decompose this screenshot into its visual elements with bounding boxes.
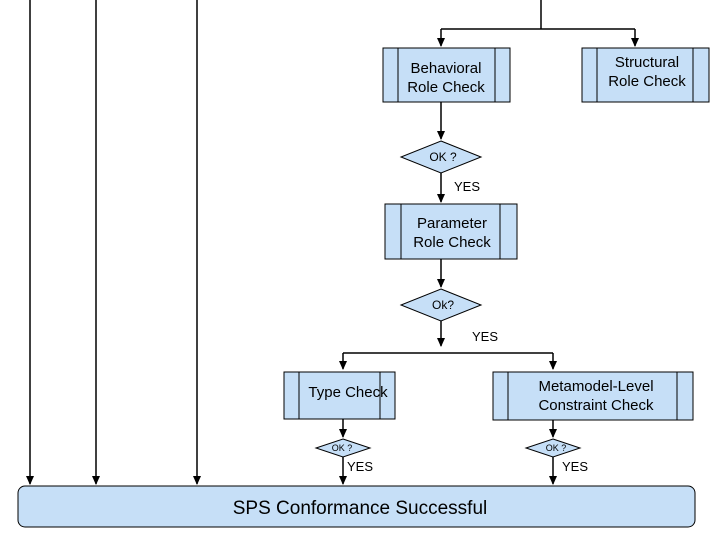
behavioral-role-check-box: Behavioral Role Check — [382, 47, 511, 103]
decision-2-diamond: Ok? — [399, 288, 483, 322]
decision-4-diamond: OK ? — [524, 438, 582, 458]
decision-3-diamond: OK ? — [314, 438, 372, 458]
yes-label-3: YES — [347, 459, 373, 474]
parameter-role-check-box: Parameter Role Check — [384, 203, 518, 260]
behavioral-label-1: Behavioral — [411, 60, 482, 77]
type-check-label: Type Check — [308, 384, 388, 401]
decision-3-label: OK ? — [332, 443, 353, 453]
decision-2-label: Ok? — [432, 298, 454, 312]
decision-1-label: OK ? — [429, 150, 457, 164]
decision-4-label: OK ? — [546, 443, 567, 453]
final-label: SPS Conformance Successful — [233, 498, 488, 519]
decision-1-diamond: OK ? — [399, 140, 483, 174]
structural-label-2: Role Check — [608, 73, 686, 90]
behavioral-label-2: Role Check — [407, 79, 485, 96]
metamodel-label-1: Metamodel-Level — [538, 378, 653, 395]
parameter-label-2: Role Check — [413, 234, 491, 251]
metamodel-constraint-check-box: Metamodel-Level Constraint Check — [492, 371, 694, 421]
structural-label-1: Structural — [615, 54, 679, 71]
yes-label-1: YES — [454, 179, 480, 194]
sps-conformance-successful-box: SPS Conformance Successful — [17, 485, 696, 528]
yes-label-4: YES — [562, 459, 588, 474]
type-check-box: Type Check — [283, 371, 396, 420]
parameter-label-1: Parameter — [417, 215, 487, 232]
metamodel-label-2: Constraint Check — [538, 397, 654, 414]
structural-role-check-box: Structural Role Check — [581, 47, 710, 103]
yes-label-2: YES — [472, 329, 498, 344]
